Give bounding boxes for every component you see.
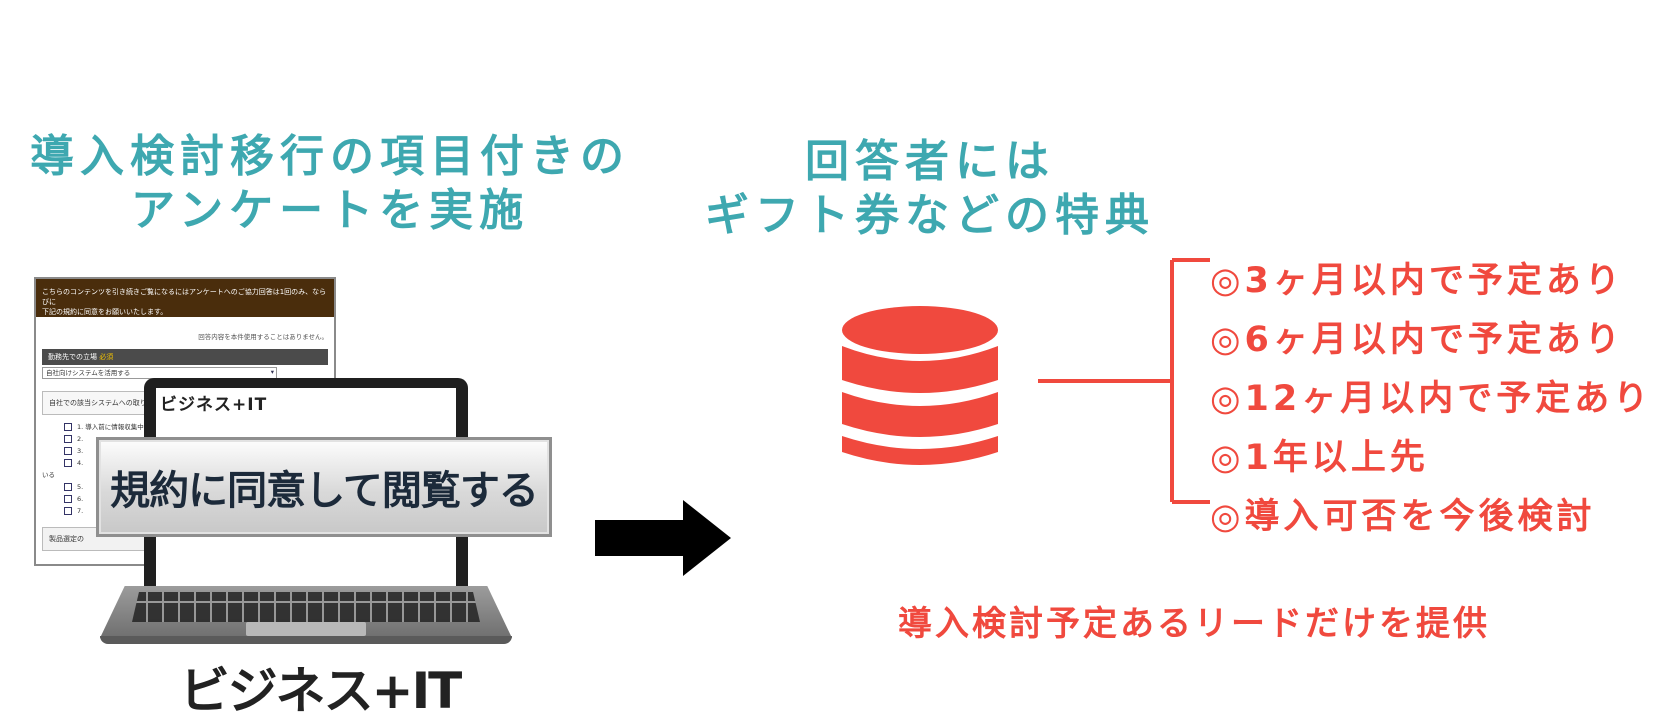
option-12-months: ◎12ヶ月以内で予定あり: [1210, 379, 1653, 419]
survey-option[interactable]: 3.: [64, 445, 334, 457]
survey-section-role: 勤務先での立場 必須: [42, 349, 328, 365]
survey-option[interactable]: 1. 導入前に情報収集中: [64, 421, 334, 433]
checkbox-icon: [64, 435, 72, 443]
survey-section-role-label: 勤務先での立場: [48, 353, 97, 361]
middle-heading-line-2: ギフト券などの特典: [705, 190, 1155, 241]
survey-option[interactable]: 7.: [64, 505, 334, 517]
survey-option[interactable]: 2.: [64, 433, 334, 445]
bracket-connector: [1038, 258, 1210, 504]
checkbox-icon: [64, 447, 72, 455]
database-icon: [842, 306, 998, 465]
survey-banner-line-2: 下記の規約に同意をお願いいたします。: [42, 308, 168, 316]
checkbox-icon: [64, 483, 72, 491]
checkbox-icon: [64, 423, 72, 431]
left-heading-line-1: 導入検討移行の項目付きの: [30, 131, 630, 182]
survey-option-continuation: いる: [42, 471, 55, 479]
survey-banner-line-1: こちらのコンテンツを引き続きご覧になるにはアンケートへのご協力回答は1回のみ、な…: [42, 288, 327, 306]
arrow-right-icon: [595, 500, 731, 576]
survey-note: 回答内容を本件使用することはありません。: [198, 333, 328, 341]
middle-heading: 回答者には ギフト券などの特典: [700, 135, 1160, 243]
checkbox-icon: [64, 495, 72, 503]
middle-heading-line-1: 回答者には: [805, 136, 1055, 187]
agree-and-view-button[interactable]: 規約に同意して閲覧する: [96, 437, 552, 537]
survey-options: 1. 導入前に情報収集中 2. 3. 4. いる 5. 6. 7.: [42, 421, 334, 517]
left-heading-line-2: アンケートを実施: [130, 185, 530, 236]
survey-option[interactable]: 4.: [64, 457, 334, 469]
survey-option[interactable]: 5.: [64, 481, 334, 493]
option-6-months: ◎6ヶ月以内で予定あり: [1210, 320, 1624, 360]
laptop-keyboard: [132, 592, 480, 622]
footer-caption: 導入検討予定あるリードだけを提供: [898, 604, 1490, 644]
option-undecided: ◎導入可否を今後検討: [1210, 497, 1596, 537]
laptop-base-edge: [100, 636, 512, 644]
survey-option[interactable]: 6.: [64, 493, 334, 505]
left-heading: 導入検討移行の項目付きの アンケートを実施: [20, 130, 640, 238]
option-3-months: ◎3ヶ月以内で予定あり: [1210, 261, 1624, 301]
survey-required-badge: 必須: [99, 353, 114, 361]
option-over-1-year: ◎1年以上先: [1210, 438, 1429, 478]
laptop-touchpad: [246, 622, 366, 636]
checkbox-icon: [64, 459, 72, 467]
brand-logo: ビジネス+IT: [179, 662, 463, 720]
laptop-screen-brand: ビジネス+IT: [160, 395, 268, 415]
timeline-options: ◎3ヶ月以内で予定あり ◎6ヶ月以内で予定あり ◎12ヶ月以内で予定あり ◎1年…: [1210, 252, 1652, 547]
survey-banner: こちらのコンテンツを引き続きご覧になるにはアンケートへのご協力回答は1回のみ、な…: [36, 279, 334, 317]
checkbox-icon: [64, 507, 72, 515]
